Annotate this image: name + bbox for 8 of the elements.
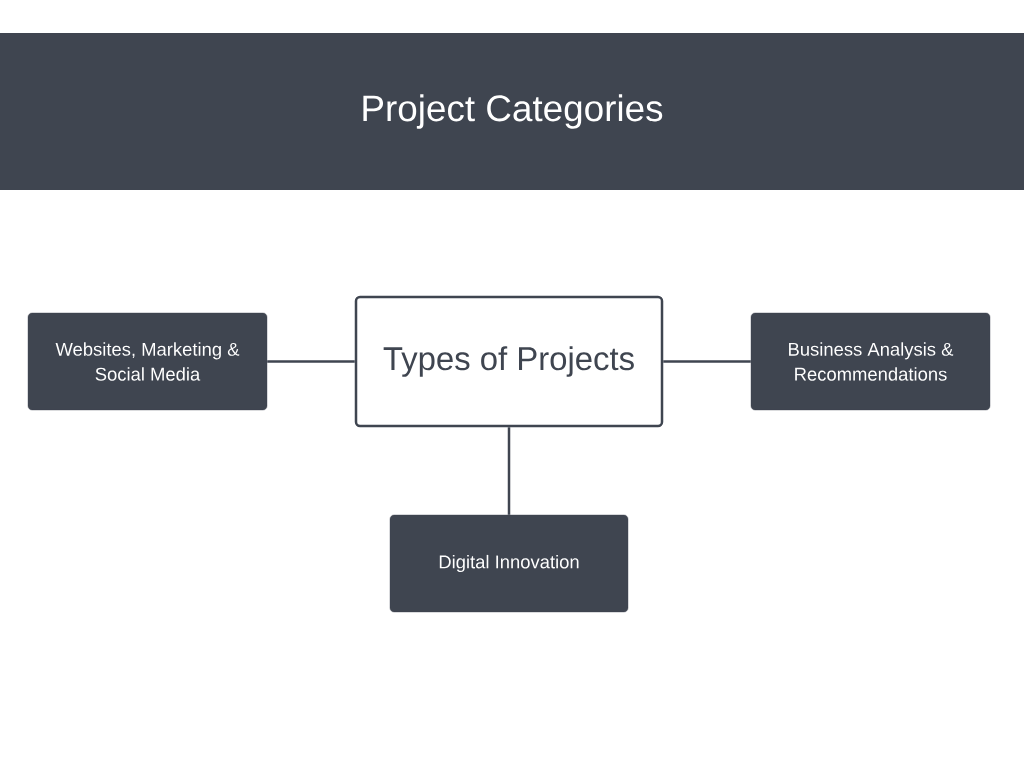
topic-box: Digital Innovation xyxy=(389,514,629,613)
connector-line xyxy=(267,360,355,363)
central-box: Types of Projects xyxy=(354,295,664,428)
title-banner: Project Categories xyxy=(0,33,1024,190)
connector-line xyxy=(507,427,511,515)
topic-box: Websites, Marketing & Social Media xyxy=(27,312,268,411)
connector-line xyxy=(663,360,751,363)
topic-box: Business Analysis & Recommendations xyxy=(750,312,991,411)
